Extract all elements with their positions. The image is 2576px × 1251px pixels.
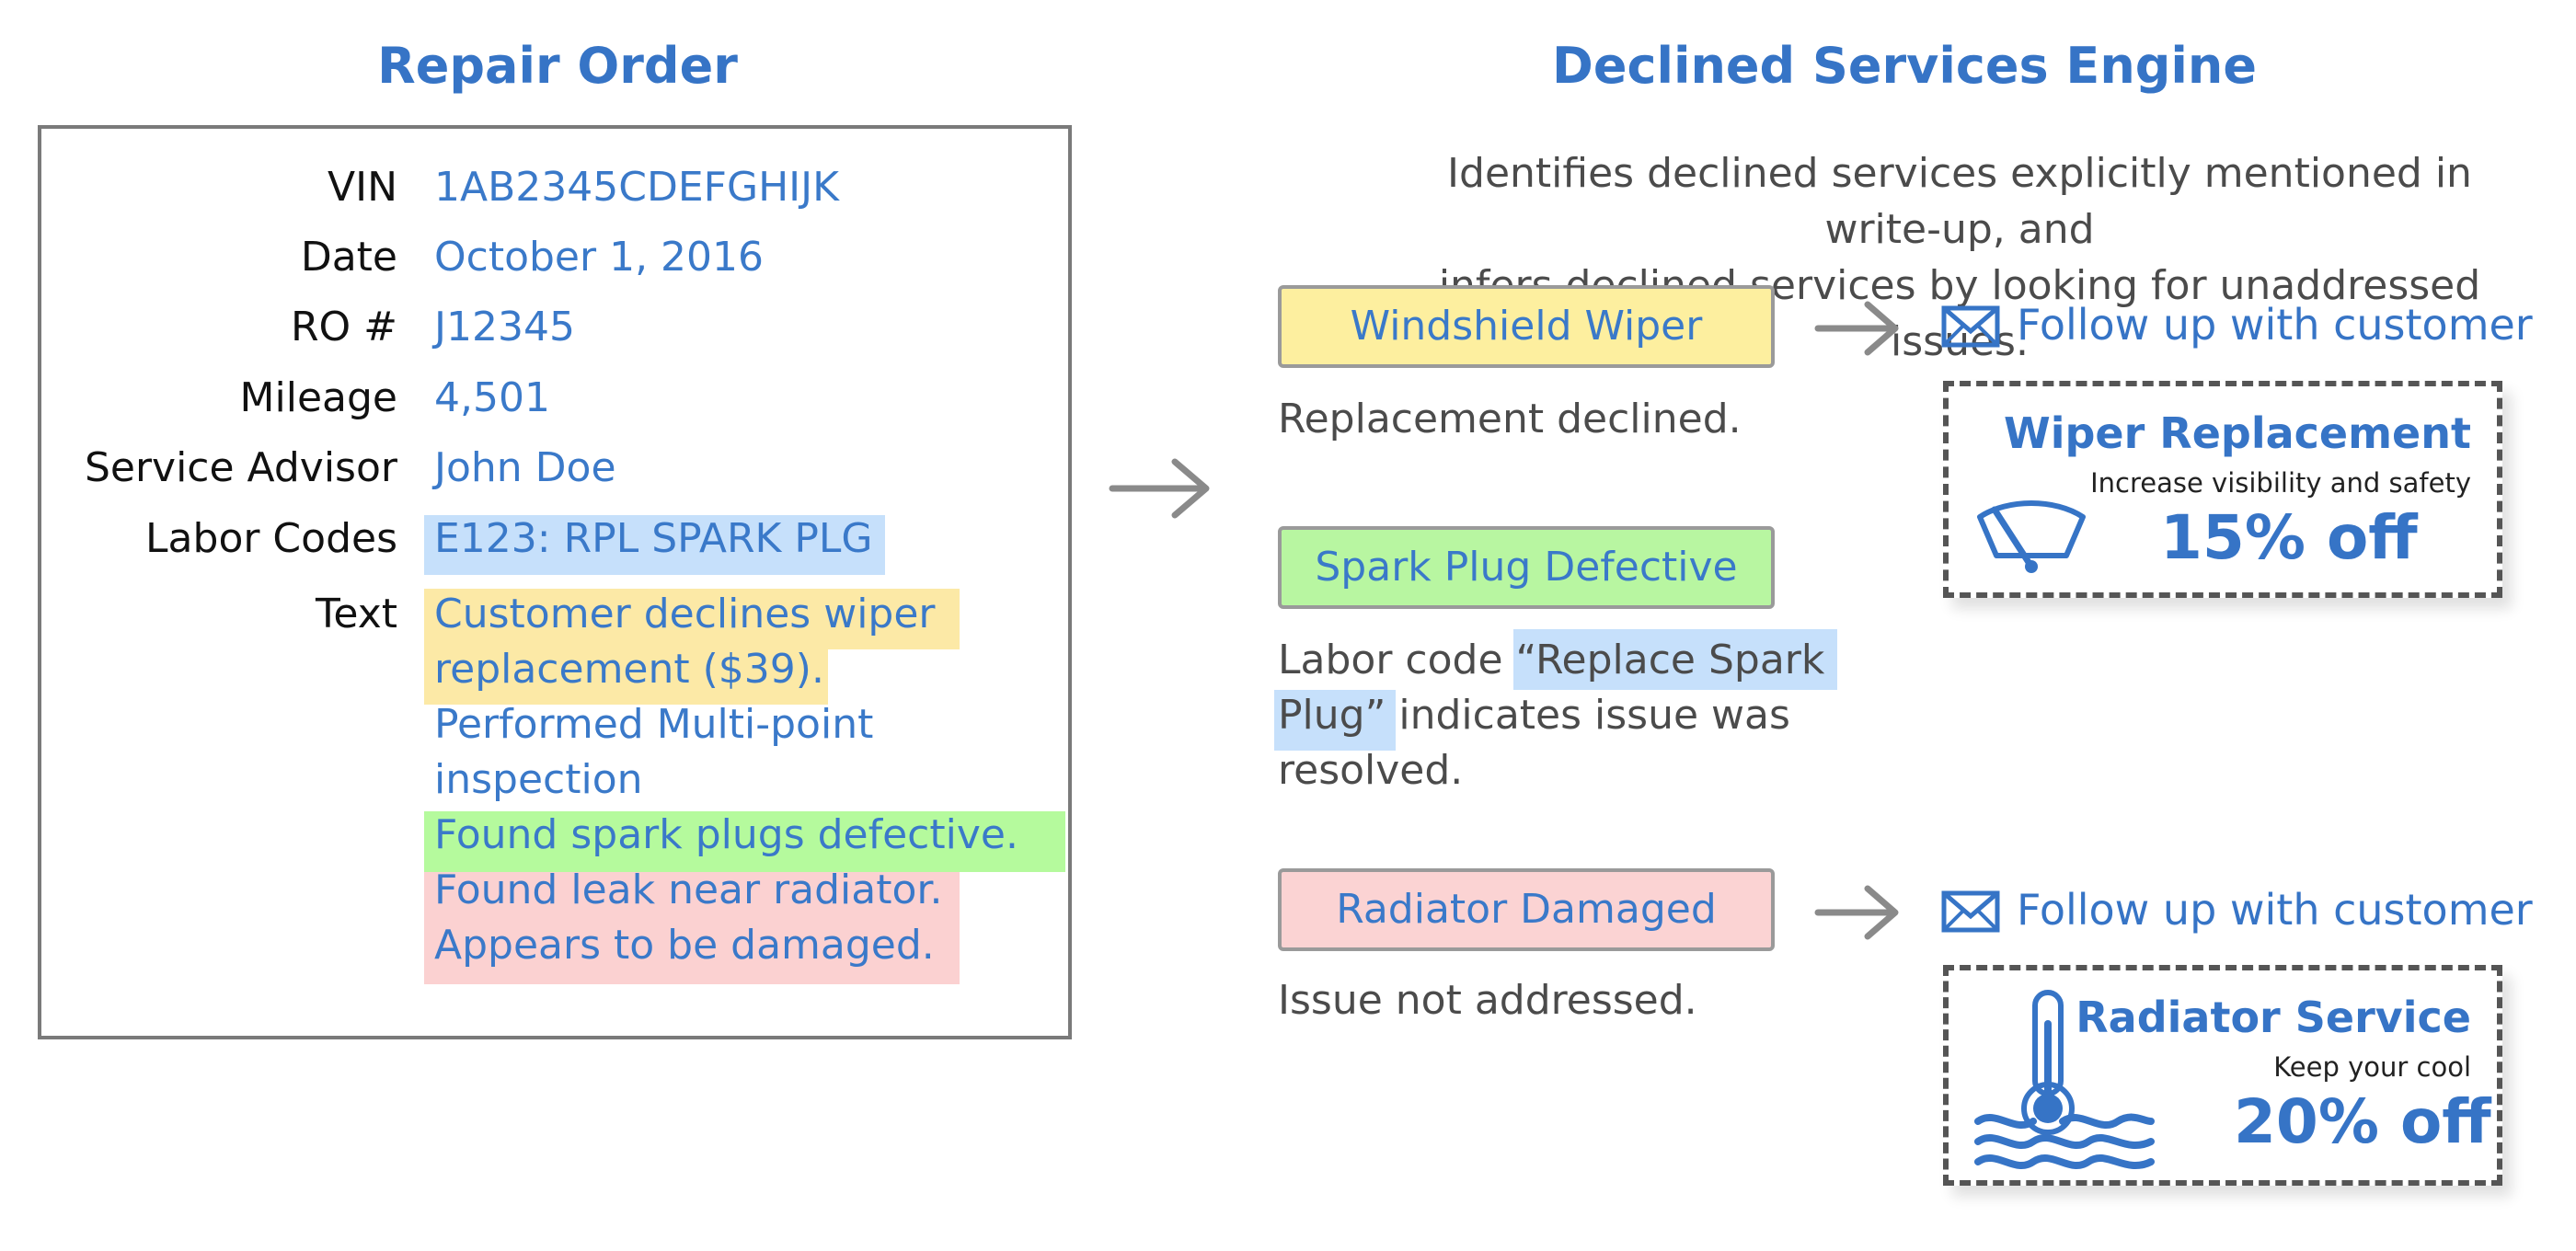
advisor-value: John Doe (434, 444, 616, 491)
coupon-wiper-discount: 15% off (2160, 502, 2418, 573)
labor-code-highlight (424, 515, 885, 575)
advisor-label: Service Advisor (84, 444, 397, 491)
coupon-radiator: Radiator Service Keep your cool 20% off (1943, 965, 2502, 1186)
coupon-wiper-title: Wiper Replacement (2003, 408, 2471, 458)
text-line: inspection (434, 756, 643, 803)
issue-note-spark-post: indicates issue was (1386, 692, 1790, 739)
coupon-radiator-subtitle: Keep your cool (2273, 1051, 2471, 1083)
coupon-wiper: Wiper Replacement Increase visibility an… (1943, 381, 2502, 598)
repair-order-title: Repair Order (377, 37, 738, 95)
text-line: Performed Multi-point (434, 701, 874, 748)
text-line: Found leak near radiator. (434, 867, 943, 913)
wiper-text-highlight-2 (424, 649, 828, 705)
envelope-icon (1941, 890, 2000, 933)
text-line: Customer declines wiper (434, 591, 936, 637)
spark-text-highlight (424, 811, 1065, 872)
issue-note-wiper: Replacement declined. (1278, 396, 1742, 442)
spark-note-highlight-2 (1274, 690, 1396, 751)
radiator-text-highlight (424, 872, 960, 984)
issue-windshield-wiper: Windshield Wiper (1278, 285, 1775, 368)
mileage-value: 4,501 (434, 374, 550, 421)
spark-note-highlight (1513, 629, 1837, 690)
issue-note-spark: Labor code “Replace Spark (1278, 637, 1824, 683)
engine-title: Declined Services Engine (1552, 37, 2257, 95)
mileage-label: Mileage (239, 374, 397, 421)
vin-label: VIN (328, 164, 397, 211)
engine-description-line-1: Identifies declined services explicitly … (1447, 150, 2472, 253)
followup-text-1: Follow up with customer (2017, 300, 2533, 350)
coupon-radiator-title: Radiator Service (2076, 993, 2471, 1042)
text-line: Appears to be damaged. (434, 922, 935, 969)
issue-radiator-damaged: Radiator Damaged (1278, 868, 1775, 951)
wiper-icon (1977, 500, 2086, 573)
vin-value: 1AB2345CDEFGHIJK (434, 164, 839, 211)
text-line: Found spark plugs defective. (434, 811, 1018, 858)
coupon-wiper-subtitle: Increase visibility and safety (2090, 467, 2471, 499)
followup-arrow-1 (1814, 301, 1899, 356)
ro-value: J12345 (434, 304, 575, 350)
envelope-icon (1941, 305, 2000, 348)
main-flow-arrow (1109, 458, 1210, 519)
followup-text-2: Follow up with customer (2017, 885, 2533, 935)
date-value: October 1, 2016 (434, 234, 765, 281)
issue-note-spark-pre: Labor code (1278, 637, 1516, 683)
text-line: replacement ($39). (434, 646, 824, 693)
issue-note-spark-line-3: resolved. (1278, 747, 1464, 794)
repair-order-card (38, 125, 1072, 1039)
issue-note-spark-line-2: Plug” indicates issue was (1278, 692, 1790, 739)
thermometer-icon (1974, 990, 2155, 1170)
issue-note-spark-quote-2: Plug” (1278, 692, 1386, 739)
date-label: Date (300, 234, 397, 281)
wiper-text-highlight (424, 589, 960, 649)
labor-codes-label: Labor Codes (145, 515, 397, 562)
issue-note-radiator: Issue not addressed. (1278, 977, 1697, 1024)
labor-codes-value: E123: RPL SPARK PLG (434, 515, 873, 562)
followup-arrow-2 (1814, 885, 1899, 940)
issue-note-spark-quote: “Replace Spark (1515, 637, 1825, 683)
issue-spark-plug: Spark Plug Defective (1278, 526, 1775, 609)
ro-label: RO # (290, 304, 397, 350)
text-label: Text (316, 591, 397, 637)
coupon-radiator-discount: 20% off (2234, 1086, 2491, 1157)
